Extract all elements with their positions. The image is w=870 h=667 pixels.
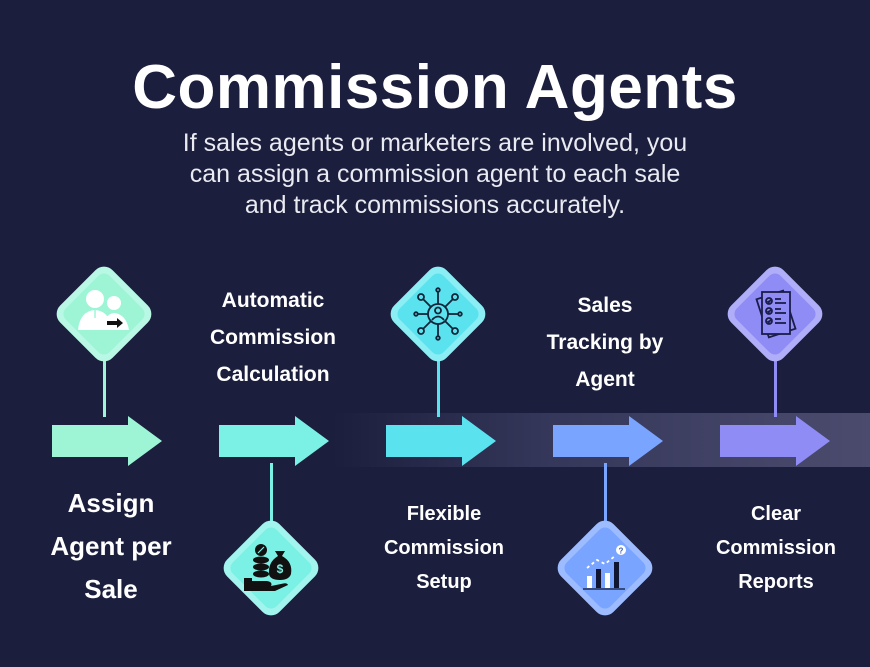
- checklist-report-icon: [755, 289, 797, 339]
- step-icon-diamond: [51, 261, 157, 367]
- step-label: Assign Agent per Sale: [50, 488, 172, 604]
- connector-line: [774, 355, 777, 417]
- step-icon-diamond: ?: [552, 515, 658, 621]
- step-icon-diamond: $: [218, 515, 324, 621]
- step-icon-diamond: [722, 261, 828, 367]
- money-bag-coins-hand-icon: $: [244, 544, 292, 591]
- connector-line: [103, 355, 106, 417]
- connector-line: [270, 463, 273, 523]
- svg-text:?: ?: [619, 547, 624, 556]
- arrow-right-icon: [52, 416, 162, 466]
- subtitle-line: If sales agents or marketers are involve…: [182, 129, 688, 157]
- subtitle-line: and track commissions accurately.: [244, 191, 626, 219]
- subtitle-line: can assign a commission agent to each sa…: [189, 160, 681, 188]
- svg-text:$: $: [277, 562, 284, 576]
- step-label: Sales Tracking by Agent: [546, 294, 664, 391]
- connector-line: [437, 355, 440, 417]
- page-title: Commission Agents: [132, 53, 738, 122]
- arrow-right-icon: [219, 416, 329, 466]
- step-label: Automatic Commission Calculation: [209, 289, 337, 386]
- network-person-hub-icon: [413, 287, 463, 341]
- step-icon-diamond: [385, 261, 491, 367]
- connector-line: [604, 463, 607, 523]
- arrow-right-icon: [553, 416, 663, 466]
- page-subtitle: If sales agents or marketers are involve…: [135, 128, 735, 221]
- arrow-right-icon: [720, 416, 830, 466]
- bar-chart-trend-icon: ?: [583, 545, 626, 590]
- arrow-right-icon: [386, 416, 496, 466]
- assign-agent-people-icon: [78, 290, 129, 330]
- step-label: Flexible Commission Setup: [383, 503, 505, 593]
- step-label: Clear Commission Reports: [715, 503, 837, 593]
